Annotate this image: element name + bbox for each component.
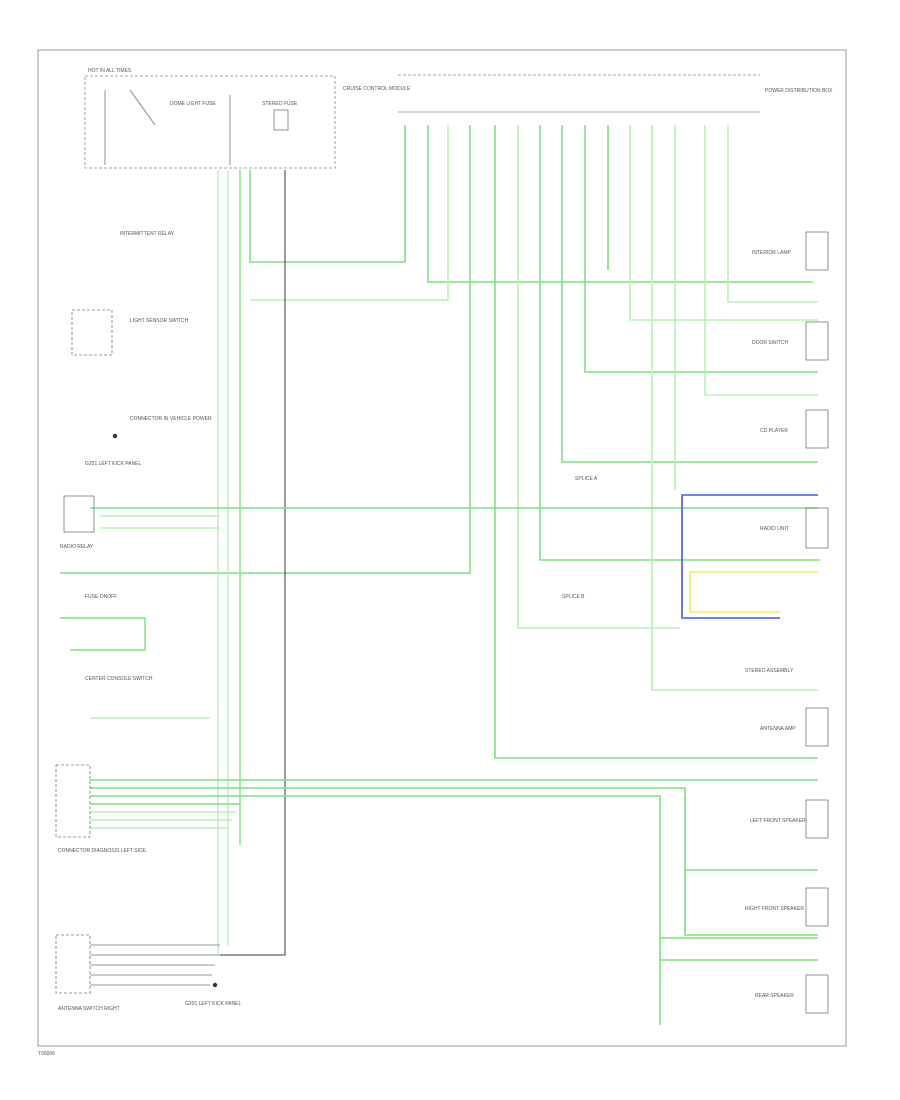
left-components: INTERMITTENT RELAY LIGHT SENSOR SWITCH C…	[55, 231, 241, 1012]
diagram-border	[37, 49, 847, 1047]
top-connector: POWER DISTRIBUTION BOX	[398, 74, 833, 113]
stereo-assembly-label: STEREO ASSEMBLY	[745, 668, 794, 674]
left-label-5: RADIO RELAY	[60, 544, 94, 550]
radio-unit-wires	[681, 494, 818, 619]
right-label-2: DOOR SWITCH	[752, 340, 788, 346]
right-fuse-title: STEREO FUSE	[262, 101, 298, 107]
fuse-box-title: HOT IN ALL TIMES	[88, 68, 132, 74]
left-label-1: INTERMITTENT RELAY	[120, 231, 175, 237]
right-label-8: REAR SPEAKER	[755, 993, 794, 999]
left-side-label: CRUISE CONTROL MODULE	[343, 86, 411, 92]
left-label-2: LIGHT SENSOR SWITCH	[130, 318, 189, 324]
right-label-3: CD PLAYER	[760, 428, 788, 434]
right-label-1: INTERIOR LAMP	[752, 250, 792, 256]
splice-lower-label: SPLICE B	[562, 594, 585, 600]
lower-left-wires	[90, 779, 818, 1025]
right-label-6: LEFT FRONT SPEAKER	[750, 818, 806, 824]
splice-upper-label: SPLICE A	[575, 476, 598, 482]
left-label-8: CONNECTOR DIAGNOSIS LEFT SIDE	[58, 848, 147, 854]
left-harness	[60, 170, 818, 956]
right-components: INTERIOR LAMP DOOR SWITCH CD PLAYER RADI…	[745, 231, 829, 1014]
left-label-9: ANTENNA SWITCH RIGHT	[58, 1006, 120, 1012]
footer-code: T06006	[38, 1051, 55, 1057]
left-label-10: G201 LEFT KICK PANEL	[185, 1001, 241, 1007]
top-feed-wires	[60, 125, 820, 759]
left-label-7: CENTER CONSOLE SWITCH	[85, 676, 153, 682]
right-label-5: ANTENNA AMP	[760, 726, 796, 732]
left-label-6: FUSE ONOFF	[85, 594, 117, 600]
left-label-4: G201 LEFT KICK PANEL	[85, 461, 141, 467]
bottom-left-wires	[90, 944, 220, 986]
right-label-4: RADIO UNIT	[760, 526, 789, 532]
left-label-3: CONNECTOR IN VEHICLE POWER	[130, 416, 212, 422]
right-side-label: POWER DISTRIBUTION BOX	[765, 88, 833, 94]
fuse-box: HOT IN ALL TIMES DOME LIGHT FUSE STEREO …	[84, 68, 411, 169]
left-fuse-title: DOME LIGHT FUSE	[170, 101, 216, 107]
right-label-7: RIGHT FRONT SPEAKER	[745, 906, 804, 912]
